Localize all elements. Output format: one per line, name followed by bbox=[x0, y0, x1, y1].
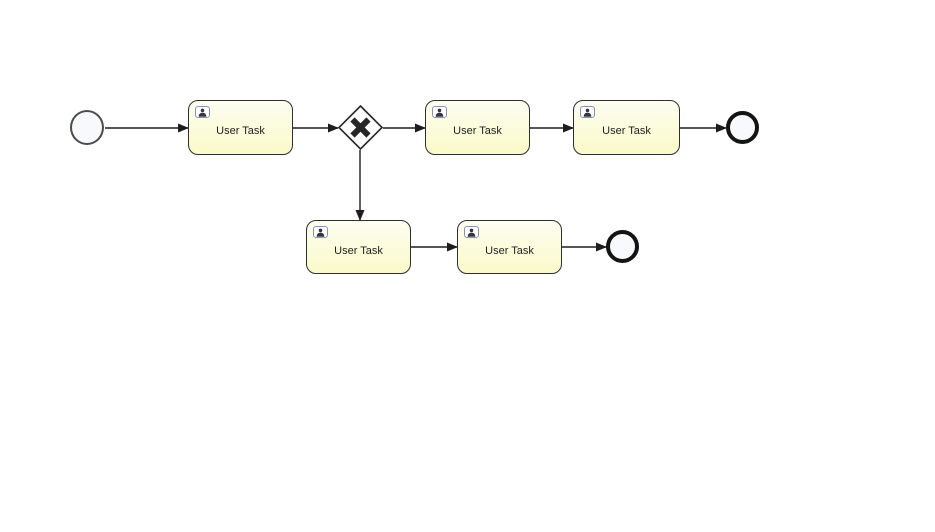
task-label: User Task bbox=[453, 125, 502, 137]
user-icon bbox=[464, 226, 479, 238]
user-icon bbox=[580, 106, 595, 118]
x-marker bbox=[350, 117, 371, 138]
user-icon bbox=[432, 106, 447, 118]
exclusive-gateway[interactable] bbox=[338, 105, 383, 150]
user-icon bbox=[313, 226, 328, 238]
task-label: User Task bbox=[485, 245, 534, 257]
user-task-1[interactable]: User Task bbox=[188, 100, 293, 155]
task-label: User Task bbox=[216, 125, 265, 137]
user-task-3[interactable]: User Task bbox=[573, 100, 680, 155]
user-icon bbox=[195, 106, 210, 118]
end-event-bottom[interactable] bbox=[606, 230, 639, 263]
task-label: User Task bbox=[602, 125, 651, 137]
user-task-5[interactable]: User Task bbox=[457, 220, 562, 274]
task-label: User Task bbox=[334, 245, 383, 257]
start-event[interactable] bbox=[70, 110, 104, 145]
user-task-4[interactable]: User Task bbox=[306, 220, 411, 274]
end-event-top[interactable] bbox=[726, 111, 759, 144]
user-task-2[interactable]: User Task bbox=[425, 100, 530, 155]
